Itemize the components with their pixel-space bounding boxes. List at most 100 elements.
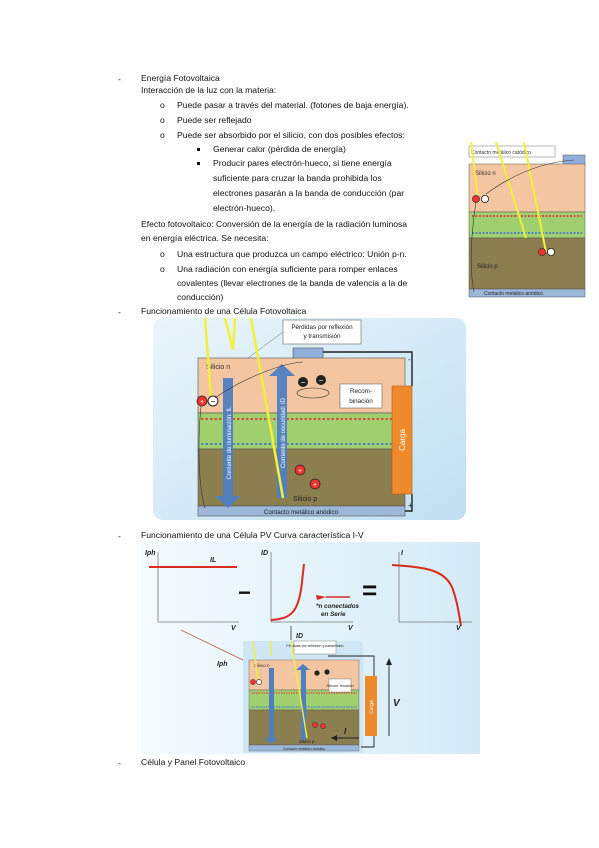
dash-bullet: -: [118, 307, 121, 317]
mini-contacto-label: Contacto metálico anódico: [283, 747, 325, 751]
small-junction: [468, 211, 586, 239]
id-label: ID: [261, 550, 268, 557]
corriente-id-label: Corriente de oscuridad: ID: [281, 397, 287, 468]
mini-perdidas-label: Pérdidas por reflexión y transmisión: [286, 644, 343, 648]
small-contacto-catodico-label: Contacto metálico catódico: [471, 150, 531, 156]
circle-bullet: o: [160, 115, 165, 125]
recombination-loop: [296, 387, 330, 399]
id-label-2: ID: [296, 633, 303, 640]
iv-curve-figure: Iph IL V − ID *n conectados en Serie V =…: [141, 542, 480, 754]
n-serie-label-1: *n conectados: [316, 603, 360, 610]
wire-bottom: [405, 494, 413, 512]
mini-load: [365, 676, 377, 736]
hole-icon: [309, 478, 321, 490]
circle-bullet: o: [160, 264, 165, 274]
sub-list-item: Producir pares electrón-hueco, si tiene …: [213, 158, 392, 168]
dash-bullet: -: [118, 74, 121, 84]
section-title-panel: Célula y Panel Fotovoltaico: [141, 757, 246, 767]
v-label-1: V: [231, 625, 237, 632]
list-item: covalentes (llevar electrones de la band…: [177, 278, 408, 288]
perdidas-callout: [282, 319, 362, 345]
electron-icon: [480, 195, 489, 204]
recombinacion-callout: [339, 383, 383, 409]
perdidas-label-2: y transmisión: [303, 333, 341, 340]
hole-icon: [472, 195, 480, 203]
list-item: Una radiación con energía suficiente par…: [177, 264, 398, 274]
sub-list-item: electrones pasarán a la banda de conducc…: [213, 188, 405, 198]
efecto-line-1: Efecto fotovoltaico: Conversión de la en…: [141, 219, 408, 229]
diode-curve: [270, 563, 305, 621]
perdidas-label-1: Pérdidas por reflexión: [291, 324, 353, 331]
small-contacto-anodico-label: Contacto metálico anódico: [484, 291, 543, 297]
i-big-label: I: [344, 727, 347, 736]
v-big-label: V: [393, 698, 401, 709]
square-bullet-icon: [197, 162, 200, 165]
mini-carga-label: Carga: [369, 700, 375, 714]
iph-label: Iph: [145, 550, 156, 557]
v-label-3: V: [456, 625, 462, 632]
electron-icon: [207, 395, 219, 407]
svg-text:−: −: [319, 376, 324, 385]
small-anode-contact: [468, 288, 586, 298]
light-ray: [223, 318, 235, 351]
square-bullet-icon: [197, 148, 200, 151]
electron-icon: [316, 375, 326, 385]
small-silicio-n-label: Silicio n: [475, 171, 496, 177]
hole-icon: [538, 248, 546, 256]
n-serie-label-2: en Serie: [321, 611, 346, 618]
mini-recomb-label: Recom- binación: [327, 684, 354, 688]
hole-path: [470, 201, 477, 293]
minus-terminal: -: [408, 355, 411, 364]
small-cell-figure: Contacto metálico catódico Silicio n Sil…: [466, 142, 590, 298]
small-n-layer: [468, 163, 586, 213]
section-title-energia: Energía Fotovoltaica: [141, 73, 220, 83]
cell-operation-figure: Pérdidas por reflexión y transmisión Sil…: [153, 318, 466, 520]
wire-top: [323, 351, 413, 386]
dash-bullet: -: [118, 531, 121, 541]
efecto-line-2: en energía eléctrica. Se necesita:: [141, 233, 269, 243]
iv-characteristic-curve: [391, 564, 462, 627]
section-title-celula: Funcionamiento de una Célula Fotovoltaic…: [141, 306, 307, 316]
small-silicio-p-label: Silicio p: [477, 264, 498, 270]
circle-bullet: o: [160, 100, 165, 110]
light-ray: [495, 142, 527, 239]
light-ray: [249, 318, 285, 499]
corriente-il-label: Corriente de iluminación: IL: [227, 406, 233, 480]
list-item: Puede ser absorbido por el silicio, con …: [177, 130, 405, 140]
silicio-n-label: Silicio n: [206, 364, 230, 371]
electron-icon: [298, 377, 308, 387]
light-ray: [523, 142, 547, 253]
svg-text:+: +: [298, 468, 302, 475]
il-label: IL: [210, 557, 216, 564]
electron-icon: [547, 248, 556, 257]
silicio-p-label: Silicio p: [293, 496, 317, 503]
light-ray: [203, 318, 213, 399]
svg-text:−: −: [301, 378, 306, 387]
light-ray: [231, 318, 237, 351]
svg-text:+: +: [313, 482, 317, 489]
recomb-label-2: binación: [349, 398, 373, 405]
sub-list-item: suficiente para cruzar la banda prohibid…: [213, 173, 382, 183]
i-label: I: [401, 550, 404, 557]
list-item: Puede pasar a través del material. (foto…: [177, 100, 409, 110]
dark-current-arrow: [269, 364, 295, 498]
electron-path: [485, 159, 575, 195]
small-p-layer: [468, 237, 586, 290]
list-item: conducción): [177, 292, 224, 302]
recomb-label-1: Recom-: [350, 388, 372, 395]
carga-label: Carga: [398, 429, 407, 451]
illumination-current-arrow: [215, 378, 241, 508]
hole-icon: [196, 395, 208, 407]
mini-silicio-n: Silicio n: [254, 663, 270, 668]
svg-text:−: −: [211, 397, 216, 406]
subheading-interaccion: Interacción de la luz con la materia:: [141, 85, 277, 95]
list-item: Una estructura que produzca un campo elé…: [177, 249, 407, 259]
svg-text:+: +: [200, 399, 204, 406]
mini-silicio-p: Silicio p: [299, 739, 315, 744]
section-title-curva: Funcionamiento de una Célula PV Curva ca…: [141, 530, 364, 540]
circle-bullet: o: [160, 130, 165, 140]
hole-icon: [294, 464, 306, 476]
plus-terminal: +: [408, 501, 413, 510]
dash-bullet: -: [118, 758, 121, 768]
v-label-2: V: [348, 625, 354, 632]
